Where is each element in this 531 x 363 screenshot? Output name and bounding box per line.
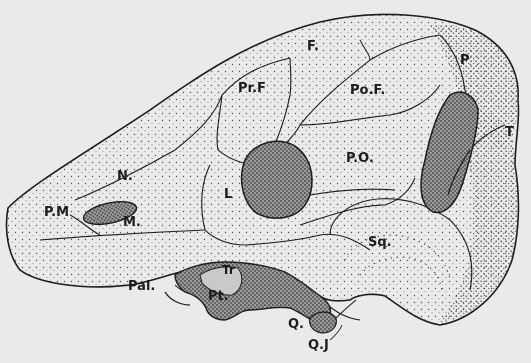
- label-postfrontal: Po.F.: [350, 84, 385, 97]
- label-premaxilla: P.M: [44, 206, 69, 219]
- label-quadrate: Q.: [288, 318, 304, 331]
- label-frontal: F.: [307, 40, 319, 53]
- label-pterygoid: Pt.: [208, 290, 229, 303]
- label-prefrontal: Pr.F: [238, 82, 266, 95]
- quadratojugal: [336, 300, 356, 318]
- label-tabular: T: [505, 126, 514, 139]
- label-maxilla: M.: [123, 216, 141, 229]
- label-nasal: N.: [117, 170, 133, 183]
- orbit: [242, 141, 312, 218]
- label-lacrimal: L: [224, 188, 232, 201]
- label-parietal: P: [460, 54, 470, 67]
- palatine-flange: [165, 292, 190, 305]
- label-transverse: Tr: [222, 264, 235, 276]
- label-postorbital: P.O.: [346, 152, 374, 165]
- label-quadratojugal: Q.J: [308, 339, 329, 352]
- label-squamosal: Sq.: [368, 236, 392, 249]
- label-palatine: Pal.: [128, 280, 155, 293]
- quadrate: [310, 312, 337, 333]
